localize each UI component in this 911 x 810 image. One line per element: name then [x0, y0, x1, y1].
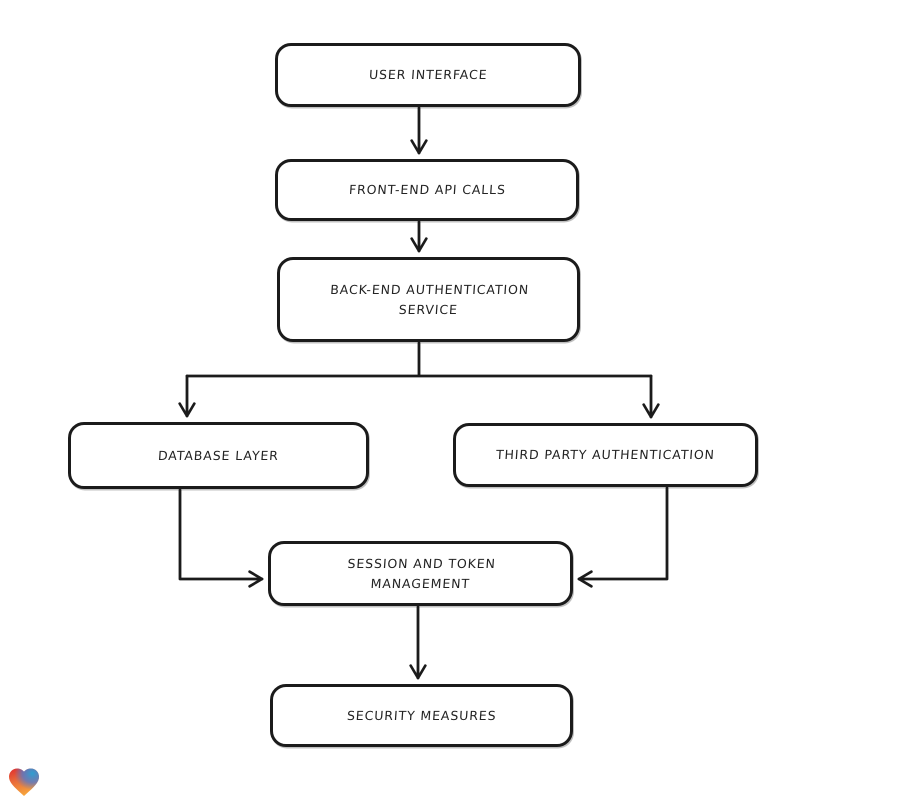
node-label: FRONT-END API CALLS [348, 182, 507, 197]
node-label: THIRD PARTY AUTHENTICATION [495, 447, 716, 462]
node-label: SESSION AND TOKEN MANAGEMENT [346, 555, 496, 591]
node-label: SECURITY MEASURES [346, 707, 497, 723]
node-back-end-authentication-service[interactable]: BACK-END AUTHENTICATION SERVICE [277, 257, 580, 342]
node-third-party-authentication[interactable]: THIRD PARTY AUTHENTICATION [453, 423, 758, 487]
edge-database-to-session [178, 488, 264, 588]
node-security-measures[interactable]: SECURITY MEASURES [270, 684, 573, 747]
node-database-layer[interactable]: DATABASE LAYER [68, 422, 369, 489]
node-label: USER INTERFACE [368, 67, 488, 82]
node-user-interface[interactable]: USER INTERFACE [275, 43, 581, 107]
node-front-end-api-calls[interactable]: FRONT-END API CALLS [275, 159, 579, 221]
node-label: BACK-END AUTHENTICATION SERVICE [329, 281, 530, 317]
edge-backend-branch-spine [185, 341, 653, 378]
node-label: DATABASE LAYER [157, 447, 280, 463]
node-session-and-token-management[interactable]: SESSION AND TOKEN MANAGEMENT [268, 541, 573, 606]
edge-thirdparty-to-session [577, 486, 669, 588]
gradient-heart-logo[interactable] [6, 763, 42, 801]
